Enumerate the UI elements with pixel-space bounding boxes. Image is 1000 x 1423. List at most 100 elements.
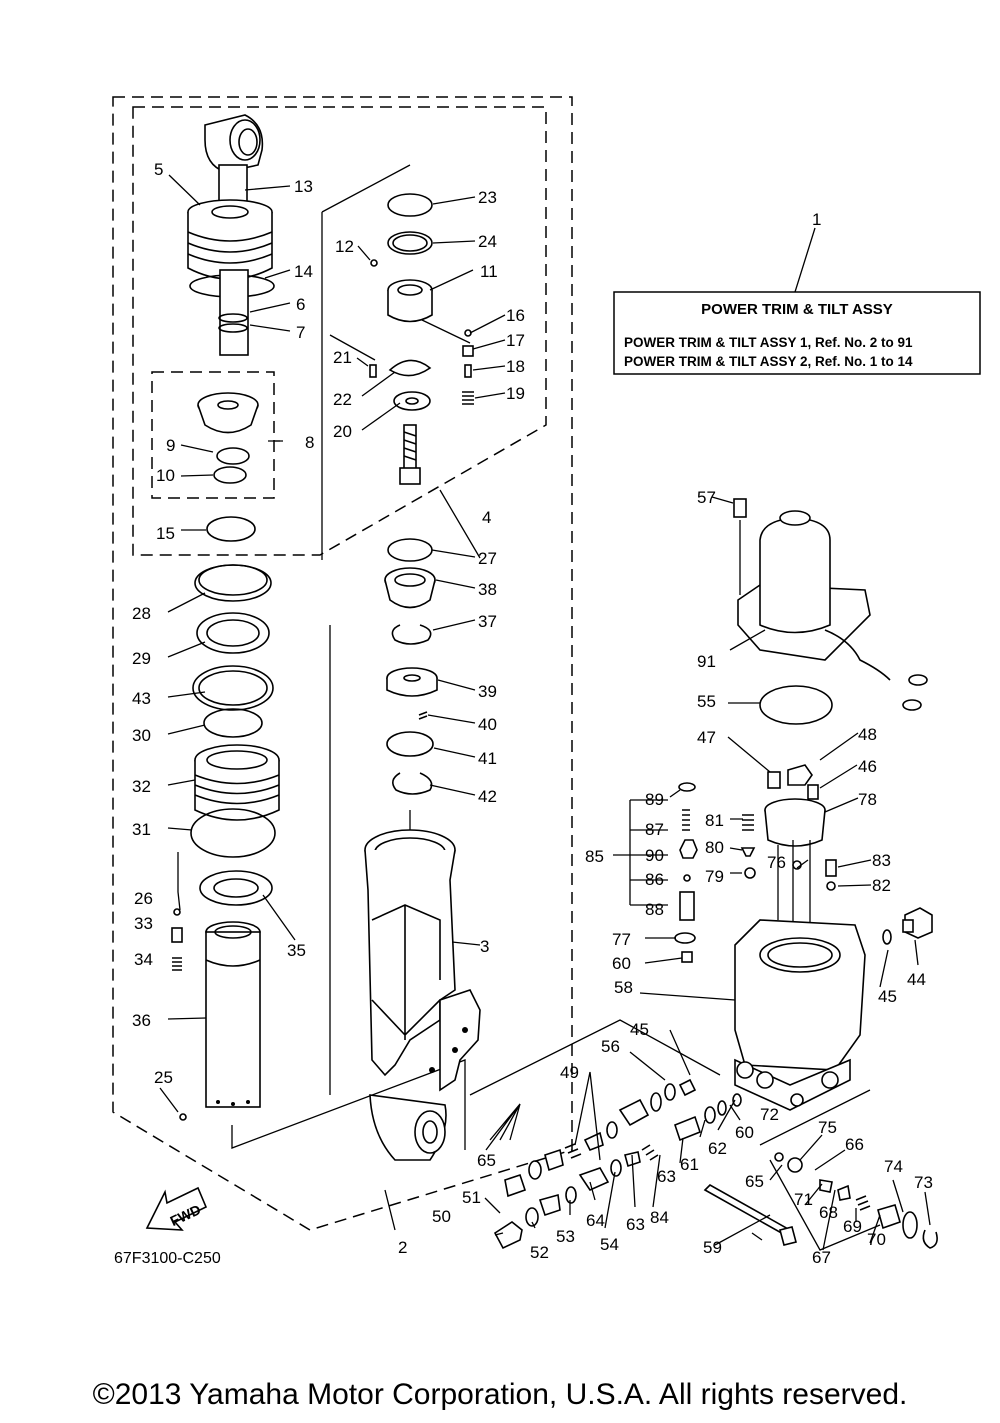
callout-6: 6 (296, 295, 305, 314)
callout-64: 64 (586, 1211, 605, 1230)
tilt-rod-assembly (187, 114, 275, 542)
callout-83: 83 (872, 851, 891, 870)
callout-76: 76 (767, 853, 786, 872)
callout-45a: 45 (878, 987, 897, 1006)
callout-28: 28 (132, 604, 151, 623)
fwd-arrow: FWD (145, 1186, 208, 1231)
callout-44: 44 (907, 970, 926, 989)
callout-53: 53 (556, 1227, 575, 1246)
callout-41: 41 (478, 749, 497, 768)
callout-27: 27 (478, 549, 497, 568)
title-box: POWER TRIM & TILT ASSY POWER TRIM & TILT… (613, 227, 981, 375)
callout-8: 8 (305, 433, 314, 452)
callout-49: 49 (560, 1063, 579, 1082)
callout-54: 54 (600, 1235, 619, 1254)
callout-labels: 1 2 3 4 5 6 7 8 9 10 11 12 13 14 15 16 1… (132, 160, 933, 1267)
callout-87: 87 (645, 820, 664, 839)
callout-14: 14 (294, 262, 313, 281)
callout-17: 17 (506, 331, 525, 350)
callout-68: 68 (819, 1203, 838, 1222)
callout-72: 72 (760, 1105, 779, 1124)
callout-46: 46 (858, 757, 877, 776)
motor-assembly (733, 498, 928, 725)
assembly-outline-4 (132, 106, 547, 556)
callout-91: 91 (697, 652, 716, 671)
callout-32: 32 (132, 777, 151, 796)
callout-19: 19 (506, 384, 525, 403)
callout-10: 10 (156, 466, 175, 485)
callout-26: 26 (134, 889, 153, 908)
callout-38: 38 (478, 580, 497, 599)
callout-59: 59 (703, 1238, 722, 1257)
title-box-line-1: POWER TRIM & TILT ASSY 1, Ref. No. 2 to … (624, 335, 913, 350)
callout-70: 70 (867, 1230, 886, 1249)
callout-2: 2 (398, 1238, 407, 1257)
callout-13: 13 (294, 177, 313, 196)
callout-86: 86 (645, 870, 664, 889)
callout-25: 25 (154, 1068, 173, 1087)
callout-40: 40 (478, 715, 497, 734)
callout-23: 23 (478, 188, 497, 207)
callout-30: 30 (132, 726, 151, 745)
callout-73: 73 (914, 1173, 933, 1192)
callout-37: 37 (478, 612, 497, 631)
callout-39: 39 (478, 682, 497, 701)
callout-71: 71 (794, 1190, 813, 1209)
callout-47: 47 (697, 728, 716, 747)
leader-lines (159, 174, 931, 1251)
callout-21: 21 (333, 348, 352, 367)
callout-55: 55 (697, 692, 716, 711)
callout-22: 22 (333, 390, 352, 409)
callout-33: 33 (134, 914, 153, 933)
callout-77: 77 (612, 930, 631, 949)
title-box-heading: POWER TRIM & TILT ASSY (701, 301, 893, 318)
callout-12: 12 (335, 237, 354, 256)
cylinder-parts-left (171, 564, 280, 1121)
callout-90: 90 (645, 846, 664, 865)
callout-82: 82 (872, 876, 891, 895)
callout-29: 29 (132, 649, 151, 668)
callout-52: 52 (530, 1243, 549, 1262)
callout-67: 67 (812, 1248, 831, 1267)
callout-56: 56 (601, 1037, 620, 1056)
callout-11: 11 (480, 262, 498, 281)
callout-50: 50 (432, 1207, 451, 1226)
callout-5: 5 (154, 160, 163, 179)
callout-15: 15 (156, 524, 175, 543)
callout-24: 24 (478, 232, 497, 251)
callout-84: 84 (650, 1208, 669, 1227)
title-box-line-2: POWER TRIM & TILT ASSY 2, Ref. No. 1 to … (624, 354, 913, 369)
callout-42: 42 (478, 787, 497, 806)
callout-51: 51 (462, 1188, 481, 1207)
cylinder-body (364, 829, 481, 1161)
callout-80: 80 (705, 838, 724, 857)
callout-35: 35 (287, 941, 306, 960)
callout-63b: 63 (626, 1215, 645, 1234)
assembly-outline-2 (112, 96, 573, 1231)
callout-62: 62 (708, 1139, 727, 1158)
callout-61: 61 (680, 1155, 699, 1174)
callout-7: 7 (296, 323, 305, 342)
callout-79: 79 (705, 867, 724, 886)
callout-81: 81 (705, 811, 724, 830)
callout-88: 88 (645, 900, 664, 919)
callout-34: 34 (134, 950, 153, 969)
callout-9: 9 (166, 436, 175, 455)
callout-3: 3 (480, 937, 489, 956)
callout-89: 89 (645, 790, 664, 809)
callout-18: 18 (506, 357, 525, 376)
callout-66: 66 (845, 1135, 864, 1154)
callout-78: 78 (858, 790, 877, 809)
pump-assembly (674, 764, 933, 1111)
callout-20: 20 (333, 422, 352, 441)
callout-74: 74 (884, 1157, 903, 1176)
callout-60b: 60 (735, 1123, 754, 1142)
assembly-outline-8 (151, 371, 275, 499)
copyright-notice: ©2013 Yamaha Motor Corporation, U.S.A. A… (92, 1378, 908, 1411)
callout-69: 69 (843, 1217, 862, 1236)
callout-4: 4 (482, 508, 491, 527)
callout-63a: 63 (657, 1167, 676, 1186)
callout-65b: 65 (745, 1172, 764, 1191)
callout-48: 48 (858, 725, 877, 744)
